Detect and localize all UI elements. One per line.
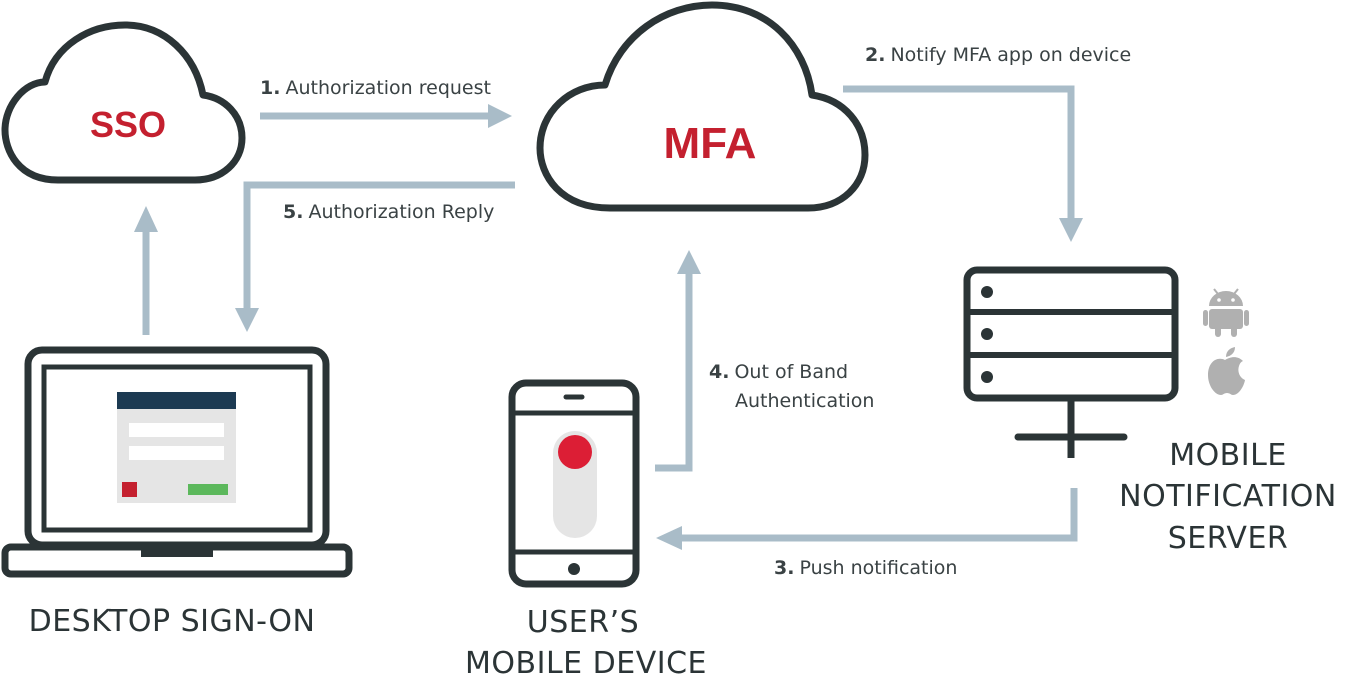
server-label-line1: MOBILE (1169, 438, 1287, 473)
android-icon (1203, 288, 1249, 337)
toggle-knob (558, 435, 592, 469)
laptop-icon (1, 346, 353, 578)
arrow-out-of-band (655, 250, 701, 472)
server-icon (963, 266, 1179, 458)
apple-icon (1208, 347, 1245, 395)
server-label-line2: NOTIFICATION (1119, 479, 1337, 514)
mobile-device-label-line2: MOBILE DEVICE (465, 646, 707, 681)
arrow-authorization-request (260, 104, 512, 128)
step-4-label: 4.Out of Band (709, 361, 848, 383)
step-5-label: 5.Authorization Reply (283, 201, 494, 223)
step-4-label-line2: Authentication (735, 390, 874, 412)
phone-icon (508, 379, 640, 588)
arrow-desktop-to-sso (134, 206, 158, 335)
arrow-push-notification (656, 488, 1078, 550)
mfa-cloud: MFA (536, 1, 869, 212)
sso-label: SSO (90, 104, 166, 145)
arrow-authorization-reply (235, 181, 515, 332)
arrow-notify-mfa-app (843, 85, 1083, 242)
login-form-illustration (117, 392, 236, 503)
step-1-label: 1.Authorization request (260, 77, 491, 99)
step-2-label: 2.Notify MFA app on device (865, 44, 1131, 66)
sso-cloud: SSO (1, 21, 246, 184)
desktop-sign-on-label: DESKTOP SIGN-ON (29, 604, 316, 639)
server-label-line3: SERVER (1168, 521, 1289, 556)
mfa-label: MFA (664, 119, 757, 168)
step-3-label: 3.Push notification (774, 557, 957, 579)
mobile-device-label-line1: USER’S (527, 605, 639, 640)
